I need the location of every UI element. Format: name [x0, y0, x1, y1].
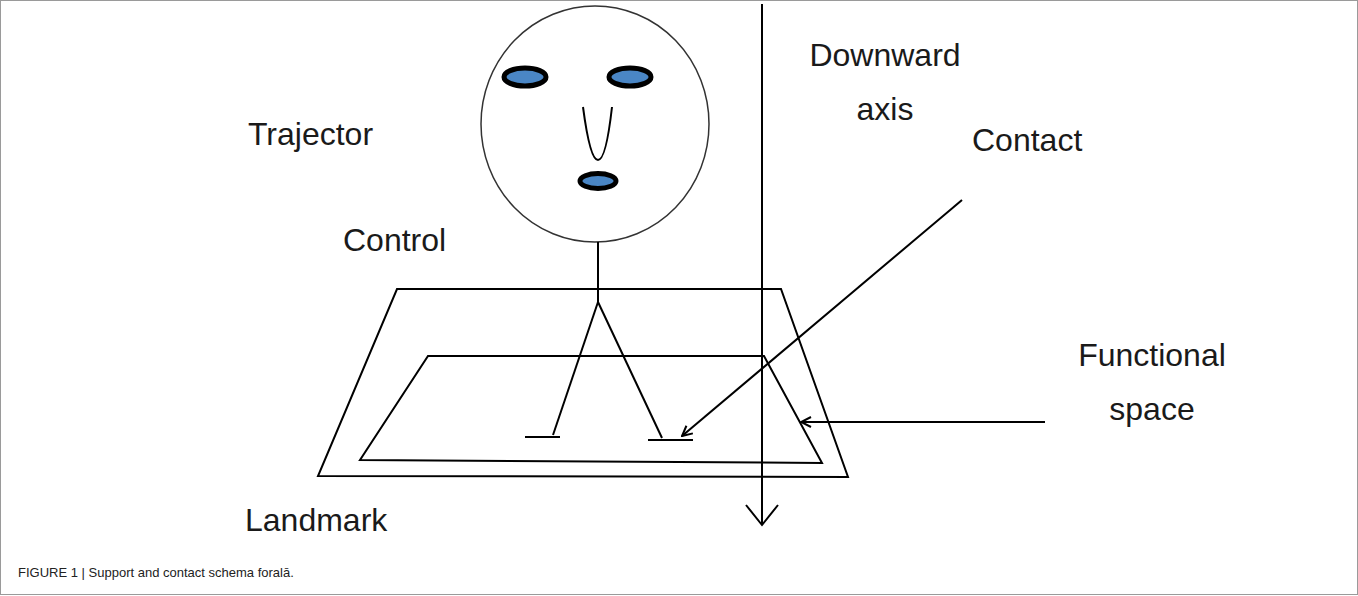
downward-axis — [761, 4, 763, 524]
contact-leader — [682, 200, 962, 436]
trajector-leg — [553, 302, 598, 435]
trajector-foot — [525, 436, 560, 438]
axis-label: Downward axis — [800, 28, 970, 136]
eye — [504, 68, 546, 86]
control-label: Control — [343, 220, 446, 260]
figure-caption: FIGURE 1 | Support and contact schema fo… — [18, 565, 294, 581]
contact-label: Contact — [972, 120, 1082, 160]
functional-space-label: Functional space — [1057, 328, 1247, 436]
trajector-label: Trajector — [248, 114, 373, 154]
eye — [609, 68, 651, 86]
trajector-head — [481, 6, 709, 242]
trajector-foot — [648, 439, 693, 441]
nose — [583, 107, 612, 160]
functional-space-leader — [801, 421, 1045, 423]
landmark-label: Landmark — [245, 500, 387, 540]
mouth — [580, 174, 616, 189]
functional-space-plane — [360, 356, 822, 463]
axis-arrowhead — [746, 505, 778, 525]
trajector-body — [597, 242, 599, 302]
landmark-plane — [318, 289, 848, 477]
trajector-leg — [598, 302, 662, 438]
